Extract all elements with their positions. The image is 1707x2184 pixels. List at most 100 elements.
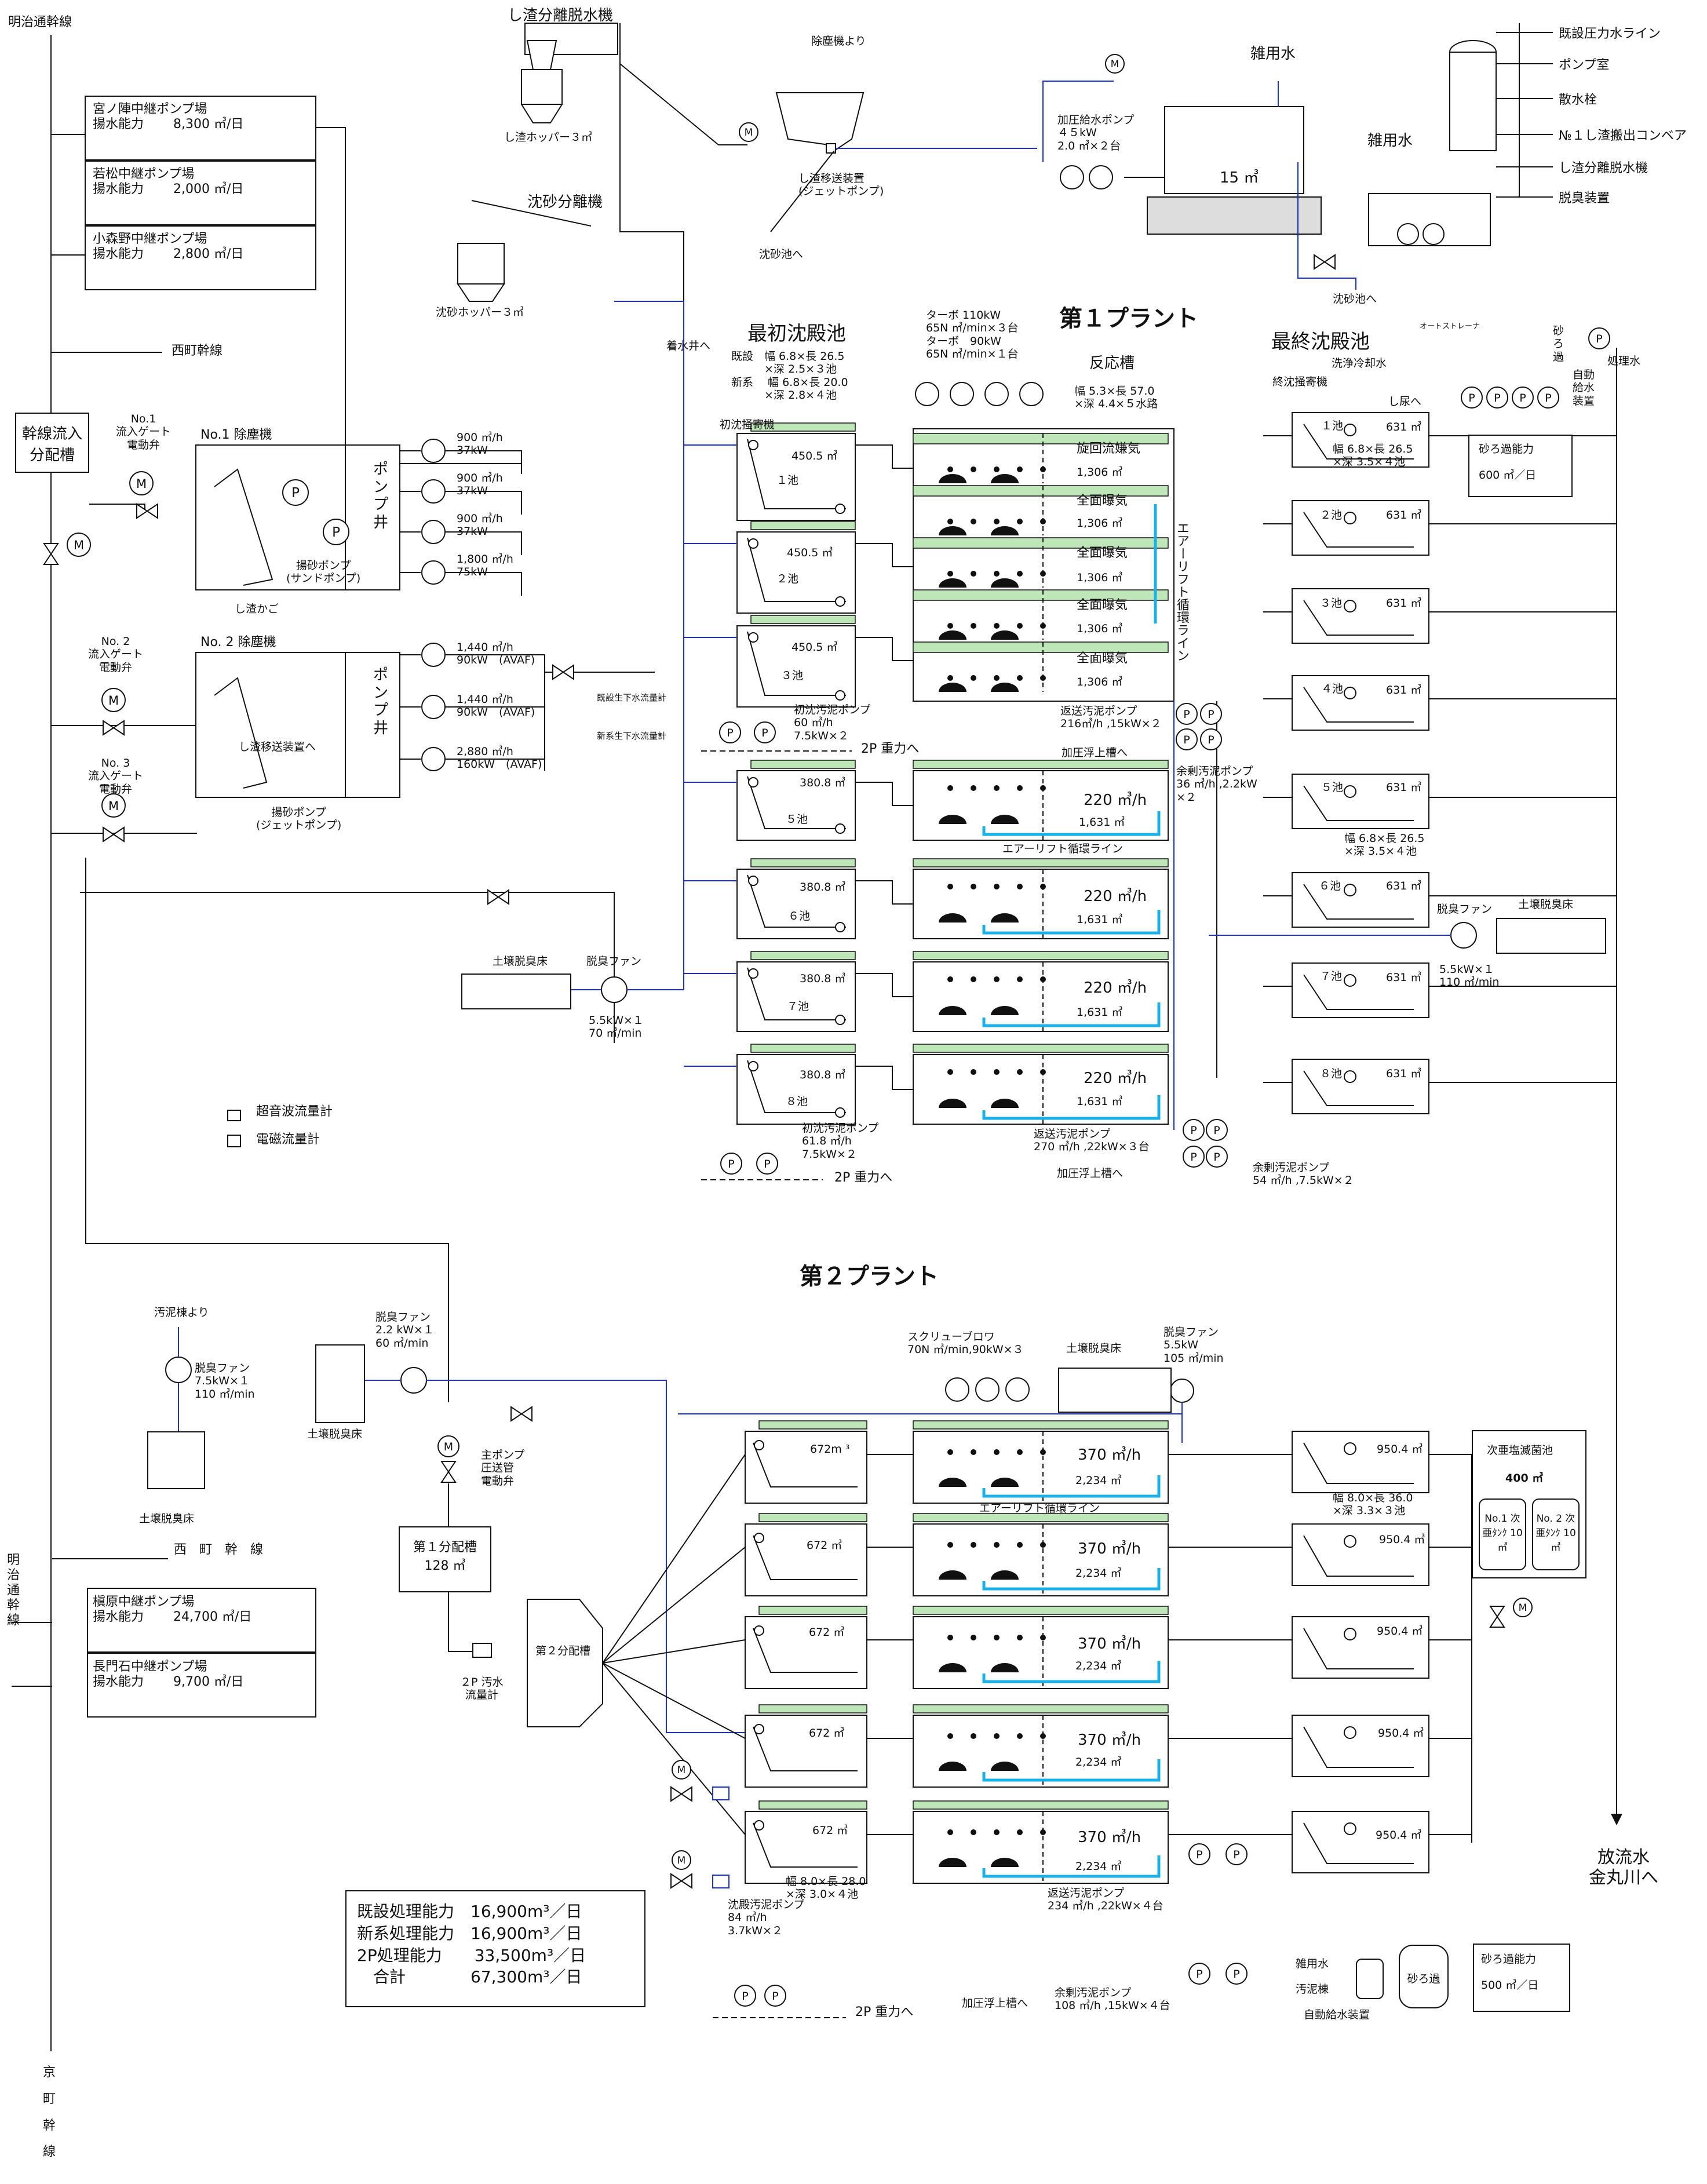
p2-reactor-1-bubble-2 bbox=[994, 1449, 1000, 1455]
treated-pump-letter: P bbox=[1596, 333, 1602, 345]
p2-final-5-scraper bbox=[1303, 1822, 1414, 1864]
auto-strainer-label: オートストレーナ bbox=[1420, 322, 1480, 331]
p2-reactor-2-diffuser-b bbox=[991, 1570, 1019, 1580]
pressure-tank bbox=[1449, 52, 1497, 151]
p2-primary-3-inlet bbox=[602, 1639, 746, 1664]
p2-reactor-1-airlift bbox=[982, 1475, 1161, 1498]
final-6-tank bbox=[1292, 872, 1429, 928]
supply-line-5: し渣分離脱水機 bbox=[1559, 161, 1648, 176]
pump-5-spec: 1,440 ㎥/h 90kW (AVAF) bbox=[457, 641, 535, 667]
filter-pump-2 bbox=[1486, 387, 1508, 409]
p2-final-2-roller bbox=[1344, 1535, 1356, 1548]
p2-primary-3-tank bbox=[745, 1616, 867, 1689]
kyomachi-trunk-label: 京 町 幹 線 bbox=[43, 2065, 56, 2160]
reactor-9-tank bbox=[913, 1054, 1169, 1125]
primary-8-walkway bbox=[750, 1044, 856, 1053]
sand-filter-capacity-box-1 bbox=[1468, 435, 1573, 497]
jet-outlet bbox=[770, 150, 835, 232]
p2-reactor-2-flow: 370 ㎥/h bbox=[1078, 1540, 1141, 1558]
return-pump-2c-letter: P bbox=[1190, 1151, 1197, 1164]
pump-out-0 bbox=[445, 450, 522, 474]
gate-valve-1-motor bbox=[129, 471, 154, 495]
treated-water-label: 処理水 bbox=[1607, 355, 1641, 367]
final-7-scraper bbox=[1303, 974, 1414, 1010]
p2-settle-pump-2 bbox=[764, 1985, 786, 2007]
reactor-6-tank bbox=[913, 770, 1169, 841]
final-8-scraper bbox=[1303, 1070, 1414, 1106]
reactor-5-bubble-2 bbox=[994, 675, 1000, 681]
final-5-roller bbox=[1344, 785, 1356, 798]
screw-blower-2 bbox=[975, 1377, 1000, 1402]
reactor-4-mode: 全面曝気 bbox=[1077, 598, 1128, 612]
p2-final-2-scraper bbox=[1303, 1535, 1414, 1577]
final-5-name: ５池 bbox=[1321, 781, 1344, 794]
final-4-name: ４池 bbox=[1321, 683, 1344, 695]
misc-pump-2 bbox=[1422, 223, 1445, 245]
pump-6 bbox=[421, 695, 446, 719]
p2-excess-pump-2 bbox=[1225, 1963, 1248, 1985]
primary-3-outlet bbox=[855, 637, 915, 661]
pump-station-box-2 bbox=[85, 161, 316, 225]
p2-primary-4-inlet bbox=[602, 1662, 746, 1739]
reactor-6-bubble-1 bbox=[971, 785, 976, 791]
distribution-tank-2-label: 第２分配槽 bbox=[535, 1645, 591, 1657]
reactor-4-diffuser-b bbox=[991, 630, 1019, 640]
supply-pipe-1 bbox=[1042, 81, 1114, 162]
final-settling-title: 最終沈殿池 bbox=[1271, 330, 1370, 353]
p2-primary-3-scraper bbox=[753, 1628, 858, 1673]
reactor-7-tank bbox=[913, 869, 1169, 939]
reactor-6-bubble-2 bbox=[994, 785, 1000, 791]
filter-pump-1-letter: P bbox=[1468, 392, 1475, 404]
gate-valve-1 bbox=[136, 503, 158, 519]
screen-2-belt bbox=[214, 677, 268, 789]
p2-primary-2-tank bbox=[745, 1523, 867, 1596]
return-pump-1a bbox=[1176, 703, 1198, 725]
from-sludge-building: 汚泥棟より bbox=[154, 1306, 209, 1319]
reactor-9-bubble-1 bbox=[971, 1069, 976, 1075]
supply-motor bbox=[1105, 54, 1125, 74]
p2-reactor-5-bubble-2 bbox=[994, 1829, 1000, 1835]
p2-reactor-1-tank bbox=[913, 1431, 1169, 1504]
gate-valve-2 bbox=[103, 720, 125, 736]
reactor-1-bubble-0 bbox=[947, 466, 953, 472]
final-6-name: ６池 bbox=[1319, 880, 1341, 892]
p2-primary-3-roller bbox=[754, 1625, 764, 1636]
pump-7-spec: 2,880 ㎥/h 160kW (AVAF) bbox=[457, 745, 542, 771]
primary-1-roller-2 bbox=[835, 504, 845, 514]
screw-blower-label: スクリューブロワ 70N ㎥/min,90kW×３ bbox=[907, 1330, 1024, 1357]
return-pump-1b bbox=[1200, 703, 1222, 725]
screenings-conveyor-label: し渣移送装置へ bbox=[239, 741, 316, 753]
to-pressure-1: 加圧浮上槽へ bbox=[1062, 746, 1128, 759]
p2-settle-pump: 沈殿汚泥ポンプ 84 ㎥/h 3.7kW×２ bbox=[728, 1898, 805, 1937]
reactor-2-bubble-2 bbox=[994, 519, 1000, 524]
primary-7-name: ７池 bbox=[787, 1000, 809, 1013]
primary-sludge-pump-1: 初沈汚泥ポンプ 60 ㎥/h 7.5kW×２ bbox=[794, 703, 871, 742]
primary-pump-2b bbox=[756, 1153, 778, 1175]
primary-pump-1a-letter: P bbox=[727, 727, 733, 739]
screw-blower-3 bbox=[1005, 1377, 1030, 1402]
primary-3-volume: 450.5 ㎥ bbox=[792, 641, 838, 654]
p2-reactor-5-volume: 2,234 ㎥ bbox=[1075, 1860, 1122, 1873]
filter-pump-2-letter: P bbox=[1494, 392, 1500, 404]
p2-reactor-4-flow: 370 ㎥/h bbox=[1078, 1731, 1141, 1749]
soil-bed-1-box bbox=[461, 973, 571, 1009]
reactor-6-top bbox=[913, 760, 1169, 769]
flowmeter-old-label: 既設生下水流量計 bbox=[597, 692, 667, 703]
gate-valve-3-motor bbox=[101, 793, 126, 818]
p2-reactor-4-diffuser-b bbox=[991, 1762, 1019, 1771]
reactor-3-top bbox=[913, 537, 1169, 549]
reactor-9-airlift bbox=[982, 1095, 1161, 1120]
reactor-9-flow: 220 ㎥/h bbox=[1084, 1070, 1147, 1087]
reactor-1-mode: 旋回流嫌気 bbox=[1077, 442, 1141, 456]
final-spec-2: 幅 6.8×長 26.5 ×深 3.5×４池 bbox=[1344, 832, 1425, 858]
final-8-volume: 631 ㎥ bbox=[1386, 1067, 1422, 1080]
reactor-9-bubble-0 bbox=[947, 1069, 953, 1075]
p2-reactor-3-airlift bbox=[982, 1661, 1161, 1683]
p2-reactor-1-bubble-3 bbox=[1017, 1449, 1023, 1455]
reactor-title: 反応槽 bbox=[1089, 355, 1135, 372]
final-6-scraper bbox=[1303, 884, 1414, 920]
sand-filter-2: 砂ろ過 bbox=[1399, 1945, 1449, 2008]
final-1-name: １池 bbox=[1321, 420, 1344, 432]
nishimachi-trunk-label-2: 西 町 幹 線 bbox=[174, 1543, 264, 1557]
